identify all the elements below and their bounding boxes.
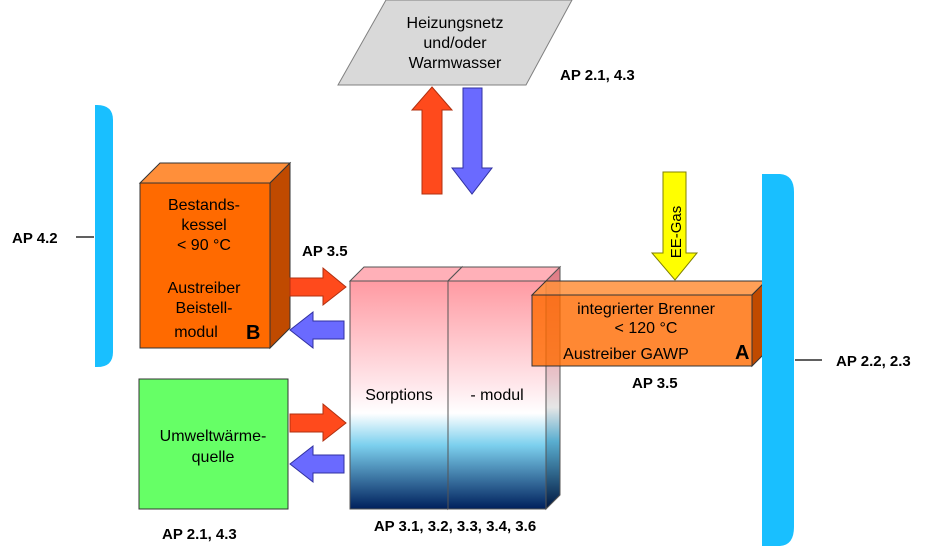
boiler-line6: modul <box>174 324 218 341</box>
ap-sorption-label: AP 3.1, 3.2, 3.3, 3.4, 3.6 <box>374 518 536 535</box>
ap-env-label: AP 2.1, 4.3 <box>162 526 237 543</box>
ap-top-label: AP 2.1, 4.3 <box>560 67 635 84</box>
burner-line3: Austreiber GAWP <box>563 346 689 363</box>
boiler-line1: Bestands- <box>168 197 240 214</box>
sorption-to-boiler-arrow-icon <box>289 310 345 350</box>
boiler-line3: < 90 °C <box>177 237 231 254</box>
boiler-line2: kessel <box>181 217 226 234</box>
heating-net-line1: Heizungsnetz <box>407 15 504 32</box>
burner-box: integrierter Brenner < 120 °C Austreiber… <box>530 279 768 368</box>
gas-input-label: EE-Gas <box>668 206 685 259</box>
heating-net-line3: Warmwasser <box>409 55 502 72</box>
supply-arrow-up-icon <box>410 86 454 195</box>
ap-left-label: AP 4.2 <box>12 230 58 247</box>
boiler-line5: Beistell- <box>176 300 233 317</box>
env-source-line1: Umweltwärme- <box>160 428 267 445</box>
gas-input-arrow: EE-Gas <box>650 171 699 281</box>
boiler-to-sorption-arrow-icon <box>289 266 347 307</box>
burner-line2: < 120 °C <box>615 320 678 337</box>
heating-net-box: Heizungsnetz und/oder Warmwasser <box>337 0 573 86</box>
burner-badge: A <box>735 342 749 364</box>
ap-burner-label: AP 3.5 <box>632 375 678 392</box>
boiler-line4: Austreiber <box>168 280 242 297</box>
sorption-left-label: Sorptions <box>365 387 433 404</box>
boiler-badge: B <box>246 322 260 344</box>
env-to-sorption-arrow-icon <box>289 402 347 443</box>
sorption-module: Sorptions - modul <box>348 265 562 511</box>
env-source-line2: quelle <box>192 449 235 466</box>
env-source-box: Umweltwärme- quelle <box>138 378 289 510</box>
boiler-box: Bestands- kessel < 90 °C Austreiber Beis… <box>138 161 292 350</box>
left-bracket <box>76 104 113 368</box>
right-bracket <box>762 174 822 546</box>
sorption-right-label: - modul <box>470 387 523 404</box>
gas-arrow-down-icon <box>650 171 699 281</box>
ap-boiler-link-label: AP 3.5 <box>302 243 348 260</box>
burner-line1: integrierter Brenner <box>577 301 716 318</box>
heating-net-line2: und/oder <box>423 35 487 52</box>
return-arrow-down-icon <box>450 87 494 195</box>
ap-right-label: AP 2.2, 2.3 <box>836 353 911 370</box>
sorption-to-env-arrow-icon <box>289 444 345 484</box>
